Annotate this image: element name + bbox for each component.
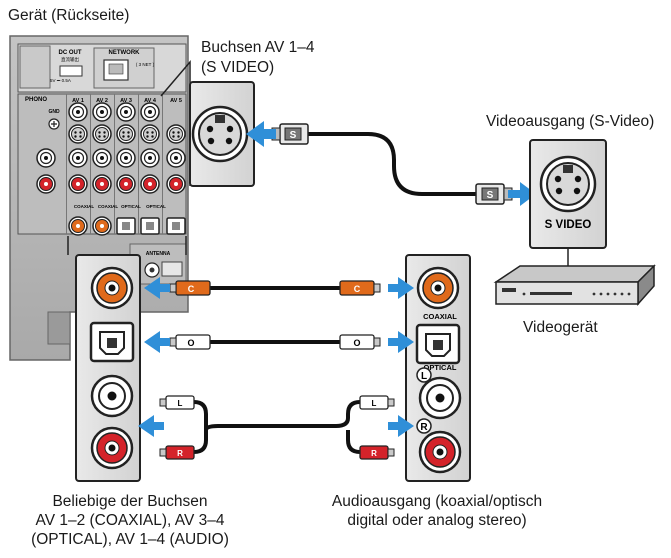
device-svideo-box: S VIDEO [529, 139, 607, 272]
arrow-optical-to-receiver [144, 331, 170, 353]
any-jacks-label-line3: (OPTICAL), AV 1–4 (AUDIO) [31, 531, 229, 548]
receiver-audio-jacks-panel [75, 254, 141, 482]
phono-r-jack-icon [36, 174, 56, 194]
panel-optical-3-label: OPTICAL [121, 204, 141, 209]
video-output-label: Videoausgang (S-Video) [486, 113, 655, 130]
panel-av2-label: AV 2 [96, 98, 108, 104]
video-device-label: Videogerät [523, 319, 598, 336]
arrow-analog-from-device [388, 415, 414, 437]
svideo-cable: S S [246, 121, 536, 206]
svideo-output-jack-icon [539, 155, 597, 213]
left-channel-mark-icon [416, 367, 432, 383]
any-jacks-label-line2: AV 1–2 (COAXIAL), AV 3–4 [35, 512, 225, 529]
panel-dc-out-sub: 直流输出 [61, 56, 79, 63]
device-audio-jacks-panel: COAXIAL OPTICAL L R [405, 254, 471, 482]
panel-optical-4-label: OPTICAL [146, 204, 166, 209]
device-rear-label: Gerät (Rückseite) [8, 7, 130, 24]
plug-o-label-2: O [353, 338, 360, 348]
audio-output-label-line2: digital oder analog stereo) [347, 512, 527, 529]
arrow-analog-to-receiver [138, 415, 164, 437]
device-l-label: L [421, 371, 427, 382]
svideo-jack-label: S VIDEO [545, 219, 592, 231]
audio-output-label-line1: Audioausgang (koaxial/optisch [331, 493, 543, 510]
device-optical-label: OPTICAL [424, 363, 457, 372]
right-channel-mark-icon [416, 418, 432, 434]
plug-c-label: C [188, 284, 195, 294]
phono-l-jack-icon [36, 148, 56, 168]
panel-gnd-label: GND [48, 109, 60, 115]
stereo-audio-cable: L R L R [138, 395, 414, 460]
plug-l-label: L [178, 399, 183, 408]
svideo-input-jack-icon [191, 105, 249, 163]
any-jacks-label-line1: Beliebige der Buchsen [52, 493, 208, 510]
device-coaxial-jack-icon [416, 266, 460, 310]
video-device-icon [493, 264, 656, 306]
panel-av3-label: AV 3 [120, 98, 132, 104]
plug-c-label-2: C [354, 284, 361, 294]
panel-coaxial-1-label: COAXIAL [74, 204, 95, 209]
panel-dc-out-rating: 5V ⎓ 0.5A [50, 78, 71, 83]
receiver-optical-jack-icon [89, 321, 135, 363]
plug-o-label: O [187, 338, 194, 348]
panel-av4-label: AV 4 [144, 98, 157, 104]
panel-antenna-label: ANTENNA [146, 251, 171, 257]
receiver-audio-r-jack-icon [90, 426, 134, 470]
plug-s-label: S [290, 130, 297, 141]
arrow-from-video-device [508, 182, 536, 206]
panel-av5-label: AV 5 [170, 98, 182, 104]
device-audio-l-jack-icon [418, 376, 462, 420]
arrow-into-svideo-jack [246, 121, 276, 147]
svideo-jacks-label-line1: Buchsen AV 1–4 [201, 39, 315, 56]
plug-r-label-2: R [371, 449, 377, 458]
coaxial-cable: C C [144, 277, 414, 299]
arrow-coaxial-to-receiver [144, 277, 170, 299]
device-r-label: R [420, 422, 428, 433]
svideo-jacks-label-line2: (S VIDEO) [201, 59, 275, 76]
panel-dc-out-label: DC OUT [59, 50, 82, 56]
arrow-optical-from-device [388, 331, 414, 353]
svideo-jack-box [189, 81, 255, 187]
receiver-audio-l-jack-icon [90, 374, 134, 418]
device-optical-jack-icon [415, 323, 461, 365]
receiver-coaxial-jack-icon [90, 266, 134, 310]
plug-s-label-2: S [487, 190, 494, 201]
panel-network-label: NETWORK [109, 50, 141, 56]
plug-l-label-2: L [372, 399, 377, 408]
plug-r-label: R [177, 449, 183, 458]
panel-phono-label: PHONO [25, 97, 47, 103]
device-audio-r-jack-icon [418, 430, 462, 474]
panel-av1-label: AV 1 [72, 98, 84, 104]
rear-panel: DC OUT 直流输出 5V ⎓ 0.5A NETWORK ( 3 NET ) … [9, 35, 189, 361]
panel-coaxial-2-label: COAXIAL [98, 204, 119, 209]
device-coaxial-label: COAXIAL [423, 312, 457, 321]
panel-network-sub: ( 3 NET ) [136, 62, 155, 67]
arrow-coaxial-from-device [388, 277, 414, 299]
optical-cable: O O [144, 331, 414, 353]
